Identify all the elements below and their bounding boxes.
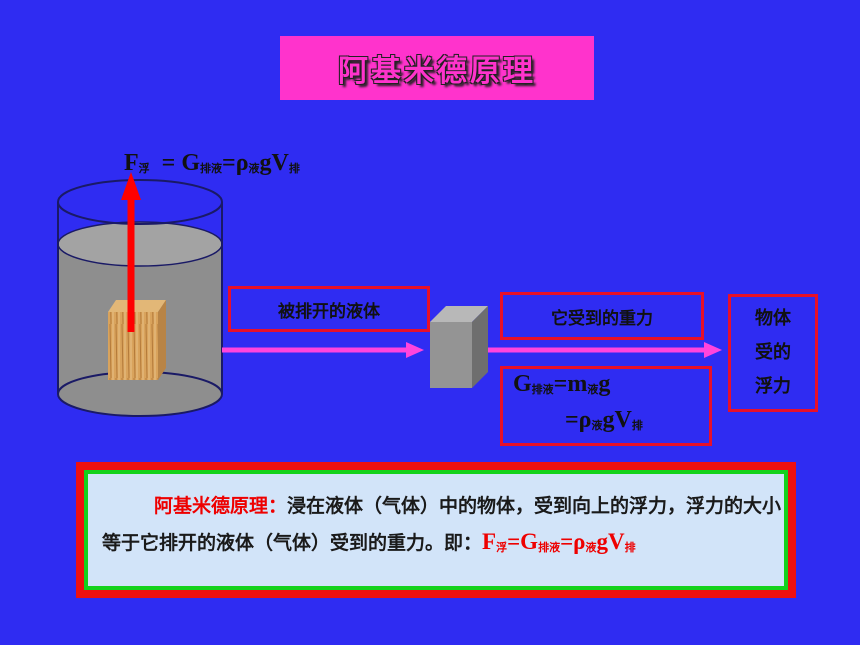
gv-symbol: gV [259,150,289,176]
title-text: 阿基米德原理 [338,54,536,89]
rho-subscript: 液 [248,162,260,175]
displaced-liquid-label: 被排开的液体 [278,301,380,322]
buoyancy-box: 物体 受的 浮力 [728,294,818,412]
wood-block-top [108,300,166,312]
df-gv: gV [596,529,625,554]
df-g-sub: 排液 [538,541,561,554]
df-f: F [482,529,497,554]
df-g: =G [507,529,539,554]
liquid-surface [58,222,222,266]
wf-m-sub: 液 [587,383,599,396]
v-subscript: 排 [288,162,300,175]
definition-body: 浸在液体（气体）中的物体，受到向上的浮力，浮力的大小等于它排开的液体（气体）受到… [102,495,782,554]
buoyancy-label-line-3: 浮力 [755,376,791,397]
wf-g-end: g [598,371,611,397]
df-rho: =ρ [560,529,586,554]
weight-label: 它受到的重力 [551,308,653,329]
df-rho-sub: 液 [585,541,597,554]
df-f-sub: 浮 [496,541,508,554]
wf-m: =m [553,371,588,397]
buoyancy-formula-top: F浮 = G排液=ρ液gV排 [124,150,300,177]
beaker-rim [57,179,223,225]
definition-box: 阿基米德原理：浸在液体（气体）中的物体，受到向上的浮力，浮力的大小等于它排开的液… [76,462,796,598]
wf-g: G [513,371,532,397]
buoyancy-label-line-1: 物体 [755,308,791,329]
liquid-bottom [58,372,222,416]
buoyancy-label-line-2: 受的 [755,342,791,363]
cube-top [430,306,488,322]
rho-symbol: =ρ [222,150,249,176]
definition-text: 阿基米德原理：浸在液体（气体）中的物体，受到向上的浮力，浮力的大小等于它排开的液… [102,488,782,566]
cube-front [430,322,472,388]
definition-term: 阿基米德原理 [154,495,269,517]
liquid-surface-line [57,221,223,267]
definition-colon: ： [268,495,288,517]
f-subscript: 浮 [138,162,150,175]
f-symbol: F [124,150,139,176]
displaced-liquid-box: 被排开的液体 [228,286,430,332]
weight-formula-box: G排液=m液g =ρ液gV排 [500,366,712,446]
wf-gv: gV [602,407,632,433]
arrow-2-head [704,342,722,358]
definition-formula: F浮=G排液=ρ液gV排 [482,529,636,554]
g-symbol: = G [161,150,201,176]
arrow-1-head [406,342,424,358]
buoyancy-arrow-head [121,172,141,200]
cube-side [472,306,488,388]
df-v-sub: 排 [624,541,636,554]
g-subscript: 排液 [200,162,223,175]
wf-v-sub: 排 [631,419,643,432]
weight-box: 它受到的重力 [500,292,704,340]
weight-formula-line-1: G排液=m液g [513,371,610,398]
page-title: 阿基米德原理 [280,36,594,100]
wf-g-sub: 排液 [531,383,554,396]
wf-rho: =ρ [565,407,592,433]
weight-formula-line-2: =ρ液gV排 [565,407,643,434]
definition-inner: 阿基米德原理：浸在液体（气体）中的物体，受到向上的浮力，浮力的大小等于它排开的液… [84,470,788,590]
wf-rho-sub: 液 [591,419,603,432]
wood-block-side [158,300,166,380]
